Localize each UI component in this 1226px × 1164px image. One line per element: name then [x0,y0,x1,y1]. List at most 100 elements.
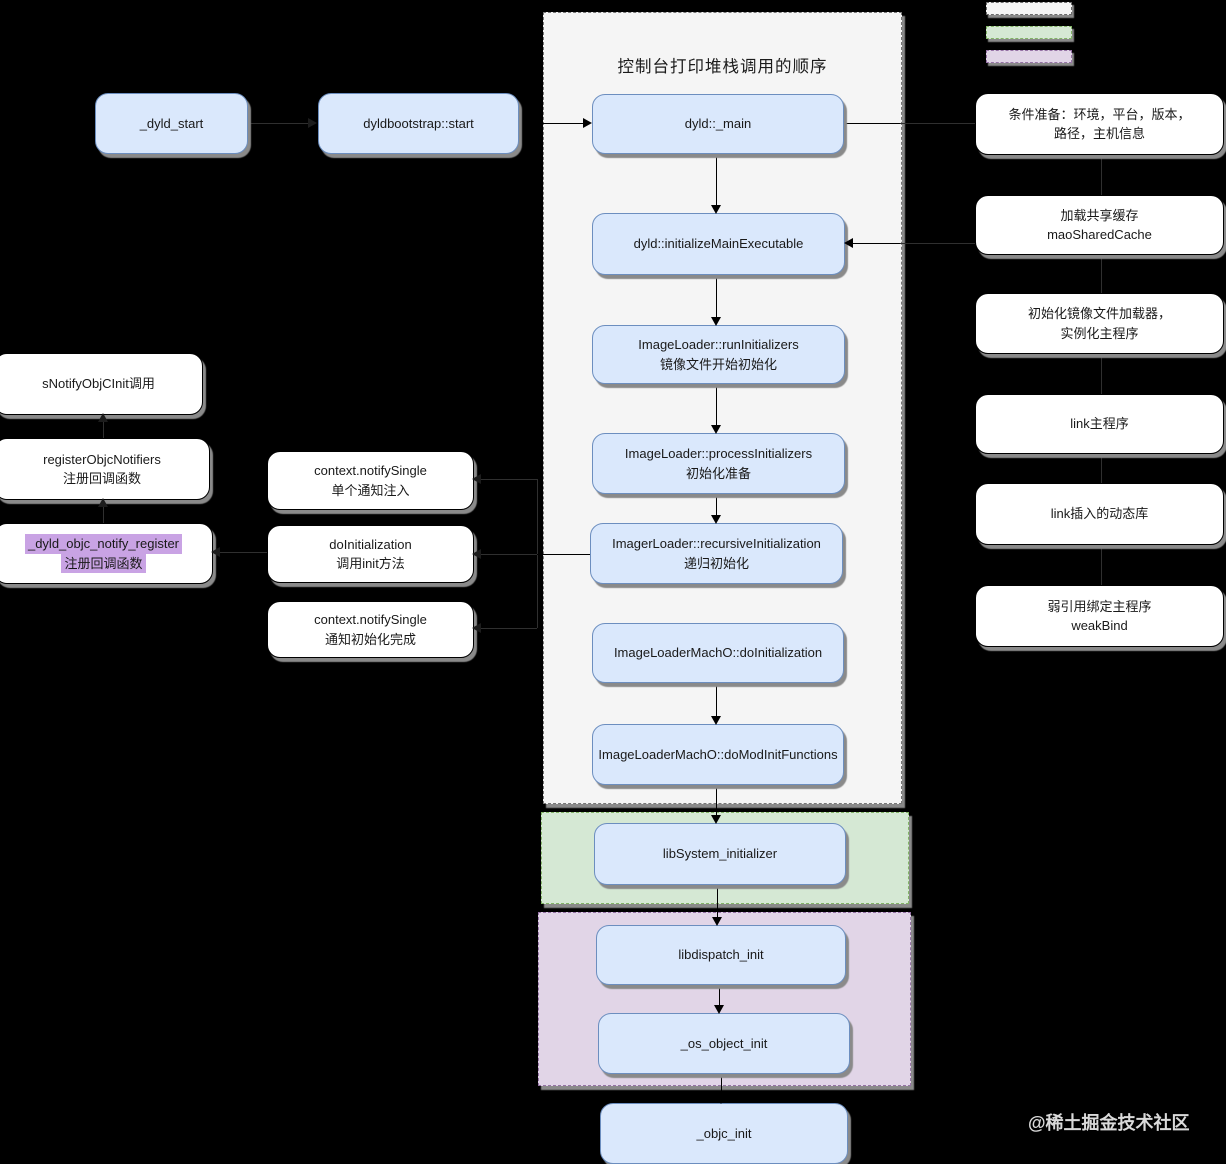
connector-trunk [537,479,538,628]
arrowhead-left [472,474,481,484]
node-dyld-main: dyld::_main [592,94,844,154]
node-do-initialization: doInitialization 调用init方法 [267,525,474,583]
arrowhead-down [714,1005,724,1014]
legend-swatch-purple [986,50,1072,63]
node-label: dyld::initializeMainExecutable [633,236,804,252]
legend-swatch-gray [986,2,1072,15]
node-sublabel: weakBind [1071,618,1128,633]
node-label: ImagerLoader::recursiveInitialization [612,536,821,551]
node-process-initializers: ImageLoader::processInitializers 初始化准备 [592,433,845,494]
arrowhead-down [716,1095,726,1104]
node-init-image-loader: 初始化镜像文件加载器， 实例化主程序 [975,293,1224,354]
connector-line [852,243,900,244]
node-label: _dyld_start [139,115,204,131]
node-initialize-main-executable: dyld::initializeMainExecutable [592,213,845,275]
diagram-title: 控制台打印堆栈调用的顺序 [617,58,828,76]
arrowhead-down [711,716,721,725]
node-dyldbootstrap-start: dyldbootstrap::start [318,93,519,154]
node-sublabel: 注册回调函数 [62,471,141,486]
node-label: 弱引用绑定主程序 [1047,598,1152,614]
node-sublabel: 单个通知注入 [331,482,410,498]
node-libdispatch-init: libdispatch_init [596,925,846,985]
arrow-line [103,421,104,438]
arrow-line [716,382,717,425]
arrow-line [716,492,717,515]
connector-line [472,628,537,629]
arrowhead-down [711,515,721,524]
arrowhead-down [711,815,721,824]
node-label: link插入的动态库 [1050,506,1149,522]
arrow-line [719,983,720,1005]
node-register-objc-notifiers: registerObjcNotifiers 注册回调函数 [0,438,210,500]
connector-line [1101,452,1102,483]
node-label: dyldbootstrap::start [363,115,474,131]
connector-line [1101,253,1102,293]
node-label: dyld::_main [684,116,752,132]
connector-line [1101,352,1102,394]
connector-line [219,552,267,553]
connector-line [900,123,975,124]
arrow-line [246,123,308,124]
node-label: sNotifyObjCInit调用 [42,376,155,392]
connector-line [900,243,975,244]
node-label: libSystem_initializer [662,846,778,862]
connector-line [537,554,590,555]
arrow-line [716,681,717,716]
node-sublabel: 递归初始化 [683,555,749,571]
node-weak-bind: 弱引用绑定主程序 weakBind [975,585,1224,647]
node-prepare-conditions: 条件准备：环境，平台，版本， 路径，主机信息 [975,93,1224,155]
connector-line [1101,153,1102,195]
node-context-notify-single-inject: context.notifySingle 单个通知注入 [267,451,474,510]
node-label: link主程序 [1070,416,1129,432]
node-label: ImageLoaderMachO::doModInitFunctions [598,746,838,762]
watermark: @稀土掘金技术社区 [1028,1113,1190,1133]
arrowhead-down [712,917,722,926]
arrowhead-down [711,317,721,326]
arrow-line [717,883,718,917]
node-label: context.notifySingle [314,463,427,478]
node-label: registerObjcNotifiers [43,451,161,467]
node-macho-do-mod-init-functions: ImageLoaderMachO::doModInitFunctions [592,724,844,785]
arrowhead-left [211,547,220,557]
node-context-notify-single-done: context.notifySingle 通知初始化完成 [267,601,474,658]
node-label: ImageLoader::processInitializers [624,446,813,461]
node-label: _objc_init [696,1125,752,1141]
node-label: libdispatch_init [678,947,764,963]
arrowhead-up [98,413,108,422]
node-label: 初始化镜像文件加载器， [1027,306,1171,321]
node-sublabel: 调用init方法 [336,556,405,571]
arrow-line [716,273,717,317]
node-run-initializers: ImageLoader::runInitializers 镜像文件开始初始化 [592,325,845,384]
node-label: doInitialization [329,536,412,552]
node-dyld-objc-notify-register: _dyld_objc_notify_register 注册回调函数 [0,523,213,584]
node-sublabel: 初始化准备 [685,465,751,481]
node-label: context.notifySingle [314,612,427,627]
node-label: 加载共享缓存 [1060,207,1139,223]
node-recursive-initialization: ImagerLoader::recursiveInitialization 递归… [590,523,843,584]
arrowhead-left [472,623,481,633]
arrowhead-down [711,425,721,434]
arrowhead-left [844,238,853,248]
node-label: _os_object_init [680,1035,768,1051]
node-load-shared-cache: 加载共享缓存 maoSharedCache [975,195,1224,255]
node-label: ImageLoaderMachO::doInitialization [613,645,823,661]
node-sublabel: 路径，主机信息 [1053,126,1145,141]
node-label: 条件准备：环境，平台，版本， [1008,106,1191,122]
node-sublabel-highlighted: 注册回调函数 [61,553,146,573]
node-link-inserted-dylibs: link插入的动态库 [975,483,1224,545]
node-os-object-init: _os_object_init [598,1013,850,1074]
arrow-line [103,506,104,523]
connector-line [842,123,900,124]
arrowhead-up [98,498,108,507]
arrow-line [721,1072,722,1095]
connector-line [480,554,537,555]
arrow-line [716,152,717,205]
arrowhead-left [472,549,481,559]
arrow-line [517,123,583,124]
node-dyld-start: _dyld_start [95,93,248,154]
node-libsystem-initializer: libSystem_initializer [594,823,846,885]
node-sublabel: maoSharedCache [1047,227,1152,242]
connector-line [1101,543,1102,585]
arrow-line [716,783,717,815]
